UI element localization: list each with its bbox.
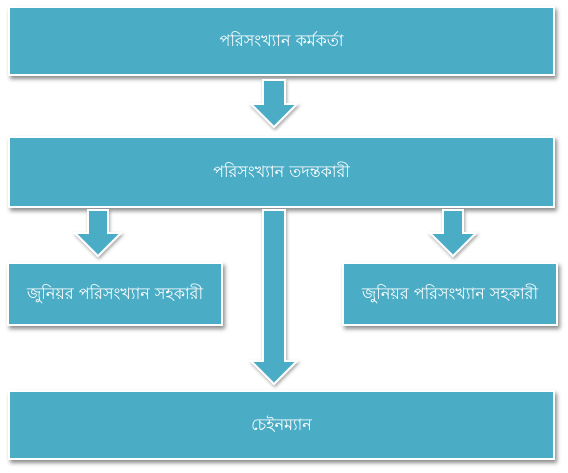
node-label: চেইনম্যান [251,414,312,434]
node-chainman: চেইনম্যান [8,390,555,460]
node-statistics-investigator: পরিসংখ্যান তদন্তকারী [8,136,555,208]
arrow-investigator-to-chainman [248,209,300,386]
node-label: পরিসংখ্যান তদন্তকারী [213,161,350,181]
arrow-officer-to-investigator [248,79,300,129]
node-label: পরিসংখ্যান কর্মকর্তা [219,30,344,50]
arrow-investigator-to-junior-right [427,209,479,258]
node-statistics-officer: পরিসংখ্যান কর্মকর্তা [8,6,555,76]
arrow-investigator-to-junior-left [72,209,124,258]
node-junior-assistant-right: জুনিয়র পরিসংখ্যান সহকারী [342,262,558,326]
node-label: জুনিয়র পরিসংখ্যান সহকারী [26,283,204,303]
node-junior-assistant-left: জুনিয়র পরিসংখ্যান সহকারী [7,262,223,326]
node-label: জুনিয়র পরিসংখ্যান সহকারী [361,283,539,303]
